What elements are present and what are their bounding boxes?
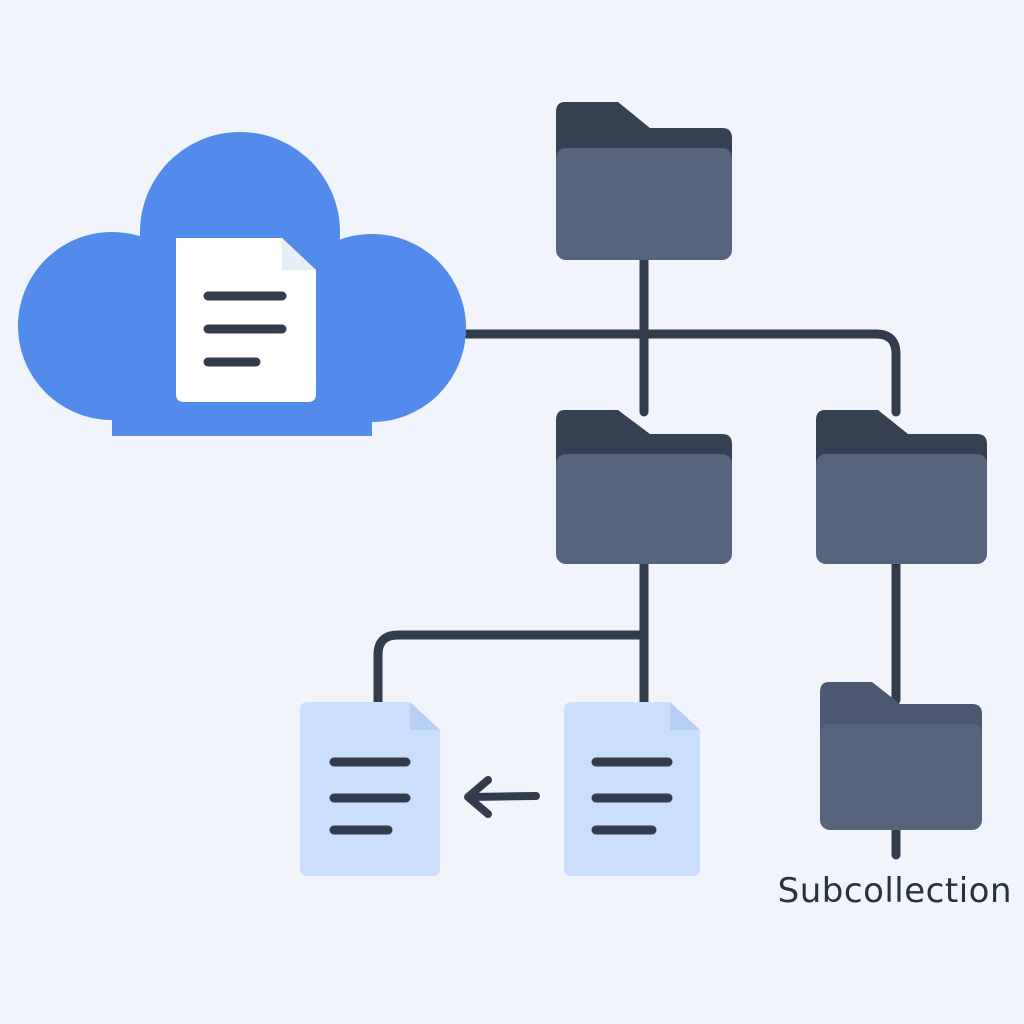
- folder-icon-right: [816, 410, 987, 564]
- document-icon-right: [564, 702, 700, 876]
- folder-icon-top: [556, 102, 732, 260]
- connector-middle-folder-to-left-document: [373, 630, 649, 707]
- connectors: [373, 253, 901, 860]
- connector-cloud-to-right-folder: [450, 329, 901, 417]
- document-icon: [176, 238, 316, 402]
- document-icon-left: [300, 702, 440, 876]
- folder-icon-subcollection: [820, 682, 982, 830]
- cloud-icon: [18, 132, 466, 436]
- subcollection-label: Subcollection: [778, 871, 1012, 911]
- folder-icon-middle: [556, 410, 732, 564]
- arrow-left-icon: [464, 776, 540, 818]
